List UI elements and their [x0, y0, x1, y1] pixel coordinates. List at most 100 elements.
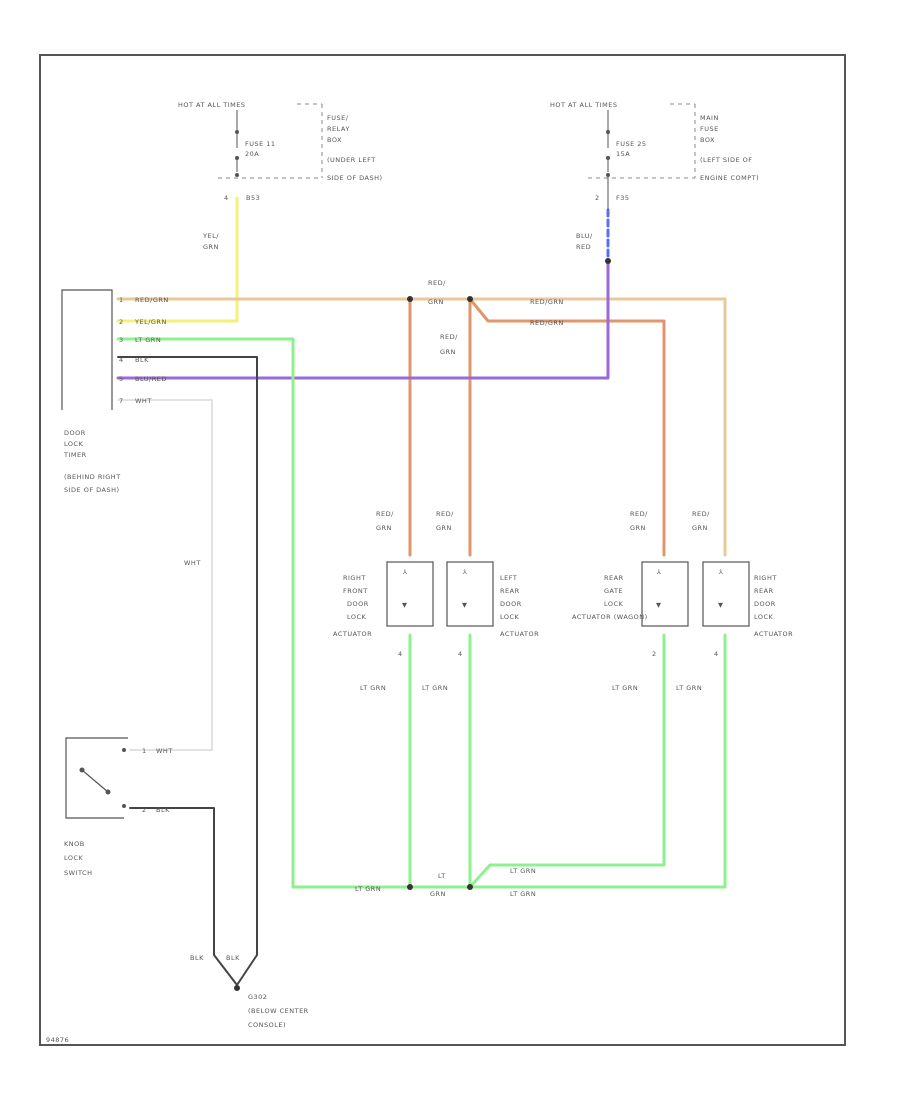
actuator-right-rear: RED/ GRN ⅄ ▼ RIGHT REAR DOOR LOCK ACTUAT… — [676, 510, 793, 692]
label-blu-red-1: BLU/ — [576, 232, 593, 240]
act1-top-1: RED/ — [376, 510, 394, 518]
wire-red-grn-branch-3 — [468, 297, 666, 557]
act3-motor-icon: ▼ — [656, 601, 662, 609]
act1-motor-icon: ▼ — [402, 601, 408, 609]
label-blu-red-2: RED — [576, 243, 591, 251]
fuse-right-rating: 15A — [616, 150, 630, 158]
act1-top-2: GRN — [376, 524, 392, 532]
wire-lt-grn-act-3 — [468, 633, 666, 889]
fuse-left-box-5: SIDE OF DASH) — [327, 174, 383, 182]
fuse-left-conn: B53 — [246, 194, 260, 202]
ground-label-3: CONSOLE) — [248, 1021, 286, 1029]
label-wht: WHT — [184, 559, 201, 567]
act2-symbol: ⅄ — [462, 568, 467, 576]
timer-pin-2-color: YEL/GRN — [134, 318, 167, 326]
act4-bottom: LT GRN — [676, 684, 702, 692]
fuse-left-box-3: BOX — [327, 136, 342, 144]
actuator-right-front: RED/ GRN ⅄ ▼ RIGHT FRONT DOOR LOCK ACTUA… — [333, 510, 434, 692]
label-lt-grn-node-2: GRN — [430, 890, 446, 898]
actuator-left-rear: RED/ GRN ⅄ ▼ LEFT REAR DOOR LOCK ACTUATO… — [422, 510, 539, 692]
act4-name-2: REAR — [754, 587, 774, 595]
label-blk-left: BLK — [190, 954, 204, 962]
label-red-grn-mid-2: GRN — [440, 348, 456, 356]
fuse-right-conn: F35 — [616, 194, 630, 202]
label-red-grn-mid-1: RED/ — [440, 333, 458, 341]
wire-wht — [117, 399, 213, 751]
door-lock-timer: 1 RED/GRN 2 YEL/GRN 3 LT GRN 4 BLK 5 BLU… — [61, 289, 168, 494]
timer-label-4: (BEHIND RIGHT — [64, 473, 121, 481]
act4-name-1: RIGHT — [754, 574, 777, 582]
ground-g302: G302 (BELOW CENTER CONSOLE) — [248, 993, 309, 1029]
act4-name-4: LOCK — [754, 613, 774, 621]
diagram-frame — [39, 54, 846, 1046]
splice-red-grn-1 — [407, 296, 413, 302]
act4-name-5: ACTUATOR — [754, 630, 793, 638]
act2-name-4: LOCK — [500, 613, 520, 621]
timer-label-1: DOOR — [64, 429, 86, 437]
act3-name-2: GATE — [604, 587, 623, 595]
act3-pin: 2 — [652, 650, 657, 658]
timer-pin-7-num: 7 — [119, 397, 124, 405]
fuse-right-box-2: FUSE — [700, 125, 719, 133]
ground-label-1: G302 — [248, 993, 267, 1001]
act4-top-1: RED/ — [692, 510, 710, 518]
timer-pin-5-color: BLU/RED — [135, 375, 167, 383]
timer-pin-4-color: BLK — [135, 356, 149, 364]
act2-name-5: ACTUATOR — [500, 630, 539, 638]
fuse-left-box-4: (UNDER LEFT — [327, 156, 376, 164]
label-yel-grn-1: YEL/ — [202, 232, 219, 240]
act3-top-1: RED/ — [630, 510, 648, 518]
fuse-right-pin: 2 — [595, 194, 600, 202]
label-lt-grn-bottom-r1: LT GRN — [510, 867, 536, 875]
wire-red-grn-main — [116, 297, 727, 557]
timer-pin-7-color: WHT — [135, 397, 152, 405]
splice-red-grn-2 — [467, 296, 473, 302]
label-blk-right: BLK — [226, 954, 240, 962]
switch-label-3: SWITCH — [64, 869, 93, 877]
act1-name-1: RIGHT — [343, 574, 366, 582]
act1-name-2: FRONT — [343, 587, 368, 595]
label-lt-grn-bottom-left: LT GRN — [355, 885, 381, 893]
ground-point — [234, 985, 240, 991]
knob-lock-switch: 1 WHT 2 BLK KNOB LOCK SWITCH — [64, 737, 173, 877]
label-lt-grn-bottom-r2: LT GRN — [510, 890, 536, 898]
act2-pin: 4 — [458, 650, 463, 658]
label-red-grn-node-1: RED/ — [428, 279, 446, 287]
timer-pin-4-num: 4 — [119, 356, 124, 364]
fuse-left-box-2: RELAY — [327, 125, 350, 133]
timer-pin-2-num: 2 — [119, 318, 124, 326]
label-red-grn-a: RED/GRN — [530, 298, 564, 306]
label-yel-grn-2: GRN — [203, 243, 219, 251]
act2-motor-icon: ▼ — [462, 601, 468, 609]
act4-pin: 4 — [714, 650, 719, 658]
wire-blu-red — [116, 260, 610, 380]
act2-name-1: LEFT — [500, 574, 517, 582]
act1-bottom: LT GRN — [360, 684, 386, 692]
fuse-right-box-5: ENGINE COMPT) — [700, 174, 759, 182]
fuse-right-box-1: MAIN — [700, 114, 719, 122]
fuse-left-box-1: FUSE/ — [327, 114, 349, 122]
act4-motor-icon: ▼ — [718, 601, 724, 609]
timer-label-2: LOCK — [64, 440, 84, 448]
act4-name-3: DOOR — [754, 600, 776, 608]
ground-label-2: (BELOW CENTER — [248, 1007, 309, 1015]
switch-label-2: LOCK — [64, 854, 84, 862]
wire-yel-grn — [116, 196, 239, 323]
wire-lt-grn-main — [116, 337, 727, 889]
wire-blk-switch — [129, 807, 238, 986]
timer-pin-1-num: 1 — [119, 296, 124, 304]
act2-name-3: DOOR — [500, 600, 522, 608]
act2-name-2: REAR — [500, 587, 520, 595]
act1-symbol: ⅄ — [402, 568, 407, 576]
fuse-left-hot: HOT AT ALL TIMES — [178, 101, 246, 109]
switch-pin1-color: WHT — [156, 747, 173, 755]
splice-lt-grn-2 — [467, 884, 473, 890]
fuse-left-name: FUSE 11 — [245, 140, 276, 148]
act3-name-1: REAR — [604, 574, 624, 582]
switch-pin2-color: BLK — [156, 806, 170, 814]
switch-label-1: KNOB — [64, 840, 85, 848]
act3-bottom: LT GRN — [612, 684, 638, 692]
label-lt-grn-node-1: LT — [438, 872, 446, 880]
timer-label-5: SIDE OF DASH) — [64, 486, 120, 494]
